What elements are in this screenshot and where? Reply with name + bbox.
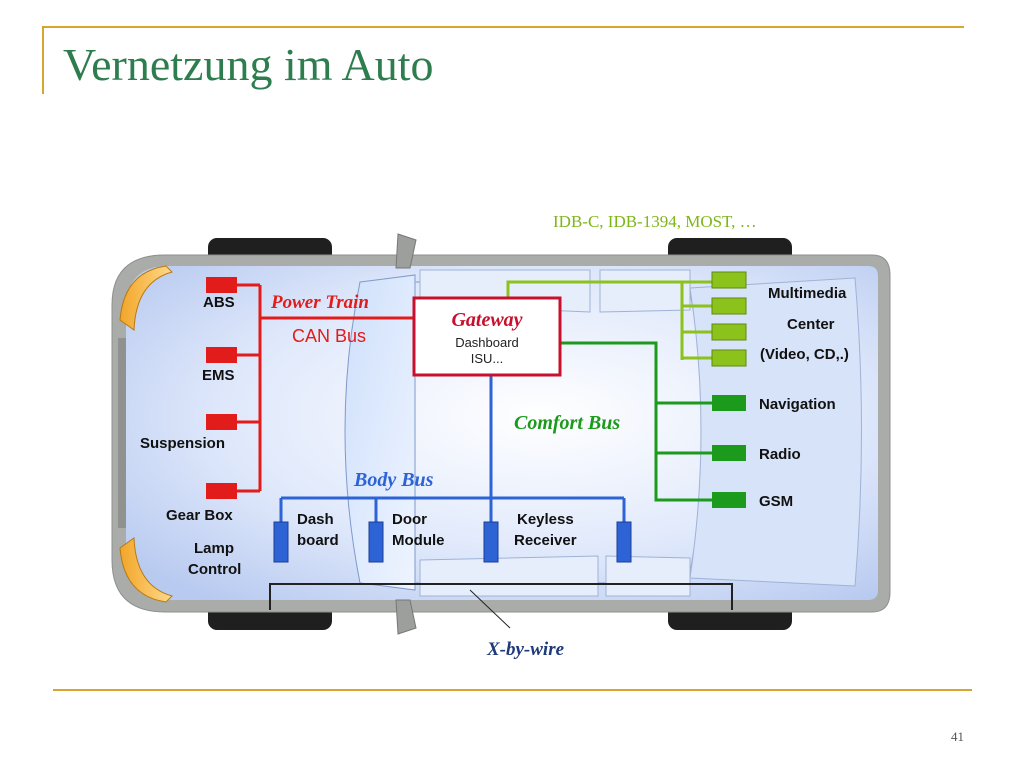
power-train-title: Power Train (270, 292, 369, 313)
multimedia-label-line2: Center (787, 316, 835, 333)
keyless-label-line2: Receiver (514, 532, 577, 549)
front-bumper (118, 338, 126, 528)
door-module (368, 521, 384, 563)
gsm-module (712, 492, 746, 508)
gsm-label: GSM (759, 493, 793, 510)
suspension-label: Suspension (140, 435, 225, 452)
power-train-bus (237, 283, 414, 493)
suspension-module (206, 414, 237, 430)
radio-module (712, 445, 746, 461)
comfort-bus-title: Comfort Bus (514, 412, 620, 434)
multimedia-module-2 (711, 297, 747, 315)
side-window-rear-right (605, 555, 691, 597)
top-bus-label: IDB-C, IDB-1394, MOST, … (553, 212, 757, 231)
page-number: 41 (951, 729, 964, 744)
navigation-label: Navigation (759, 396, 836, 413)
ems-module (206, 347, 237, 363)
headlight-right (119, 537, 173, 603)
keyless-receiver-module (483, 521, 499, 563)
multimedia-label-line3: (Video, CD,.) (760, 346, 849, 363)
ems-label: EMS (202, 367, 235, 384)
gateway-title: Gateway (451, 309, 522, 331)
left-rule (42, 26, 44, 94)
navigation-module (712, 395, 746, 411)
slide-title: Vernetzung im Auto (63, 39, 434, 90)
multimedia-module-1 (711, 271, 747, 289)
side-window-front-right (419, 555, 599, 597)
x-by-wire-label: X-by-wire (486, 639, 565, 660)
mirror-right (395, 599, 417, 635)
door-module-label-line1: Door (392, 511, 427, 528)
multimedia-label-line1: Multimedia (768, 285, 847, 302)
gearbox-label: Gear Box (166, 507, 233, 524)
can-bus-label: CAN Bus (292, 326, 366, 346)
radio-label: Radio (759, 446, 801, 463)
x-by-wire-line (269, 583, 733, 610)
dashboard-module (273, 521, 289, 563)
multimedia-module-4 (711, 349, 747, 367)
gateway-dashboard-label: Dashboard (455, 335, 519, 350)
mirror-left (395, 233, 417, 269)
side-window-rear-left (599, 269, 691, 313)
gateway-box (412, 296, 562, 377)
gateway-isu-label: ISU... (471, 351, 504, 366)
dashboard-label-line1: Dash (297, 511, 334, 528)
body-bus-title: Body Bus (353, 469, 434, 491)
door-module-label-line2: Module (392, 532, 445, 549)
x-by-wire-pointer (469, 589, 511, 629)
headlight-left (119, 265, 173, 331)
windshield (344, 274, 416, 591)
body-bus-extra-module (616, 521, 632, 563)
lamp-control-label-line1: Lamp (194, 540, 234, 557)
dashboard-label-line2: board (297, 532, 339, 549)
abs-module (206, 277, 237, 293)
keyless-label-line1: Keyless (517, 511, 574, 528)
top-rule (42, 26, 964, 28)
comfort-bus (560, 341, 712, 502)
car-interior (126, 266, 878, 600)
lamp-control-label-line2: Control (188, 561, 241, 578)
body-bus (279, 375, 626, 522)
gearbox-module (206, 483, 237, 499)
bottom-rule (53, 689, 972, 691)
abs-label: ABS (203, 294, 235, 311)
multimedia-bus (506, 280, 712, 360)
multimedia-module-3 (711, 323, 747, 341)
